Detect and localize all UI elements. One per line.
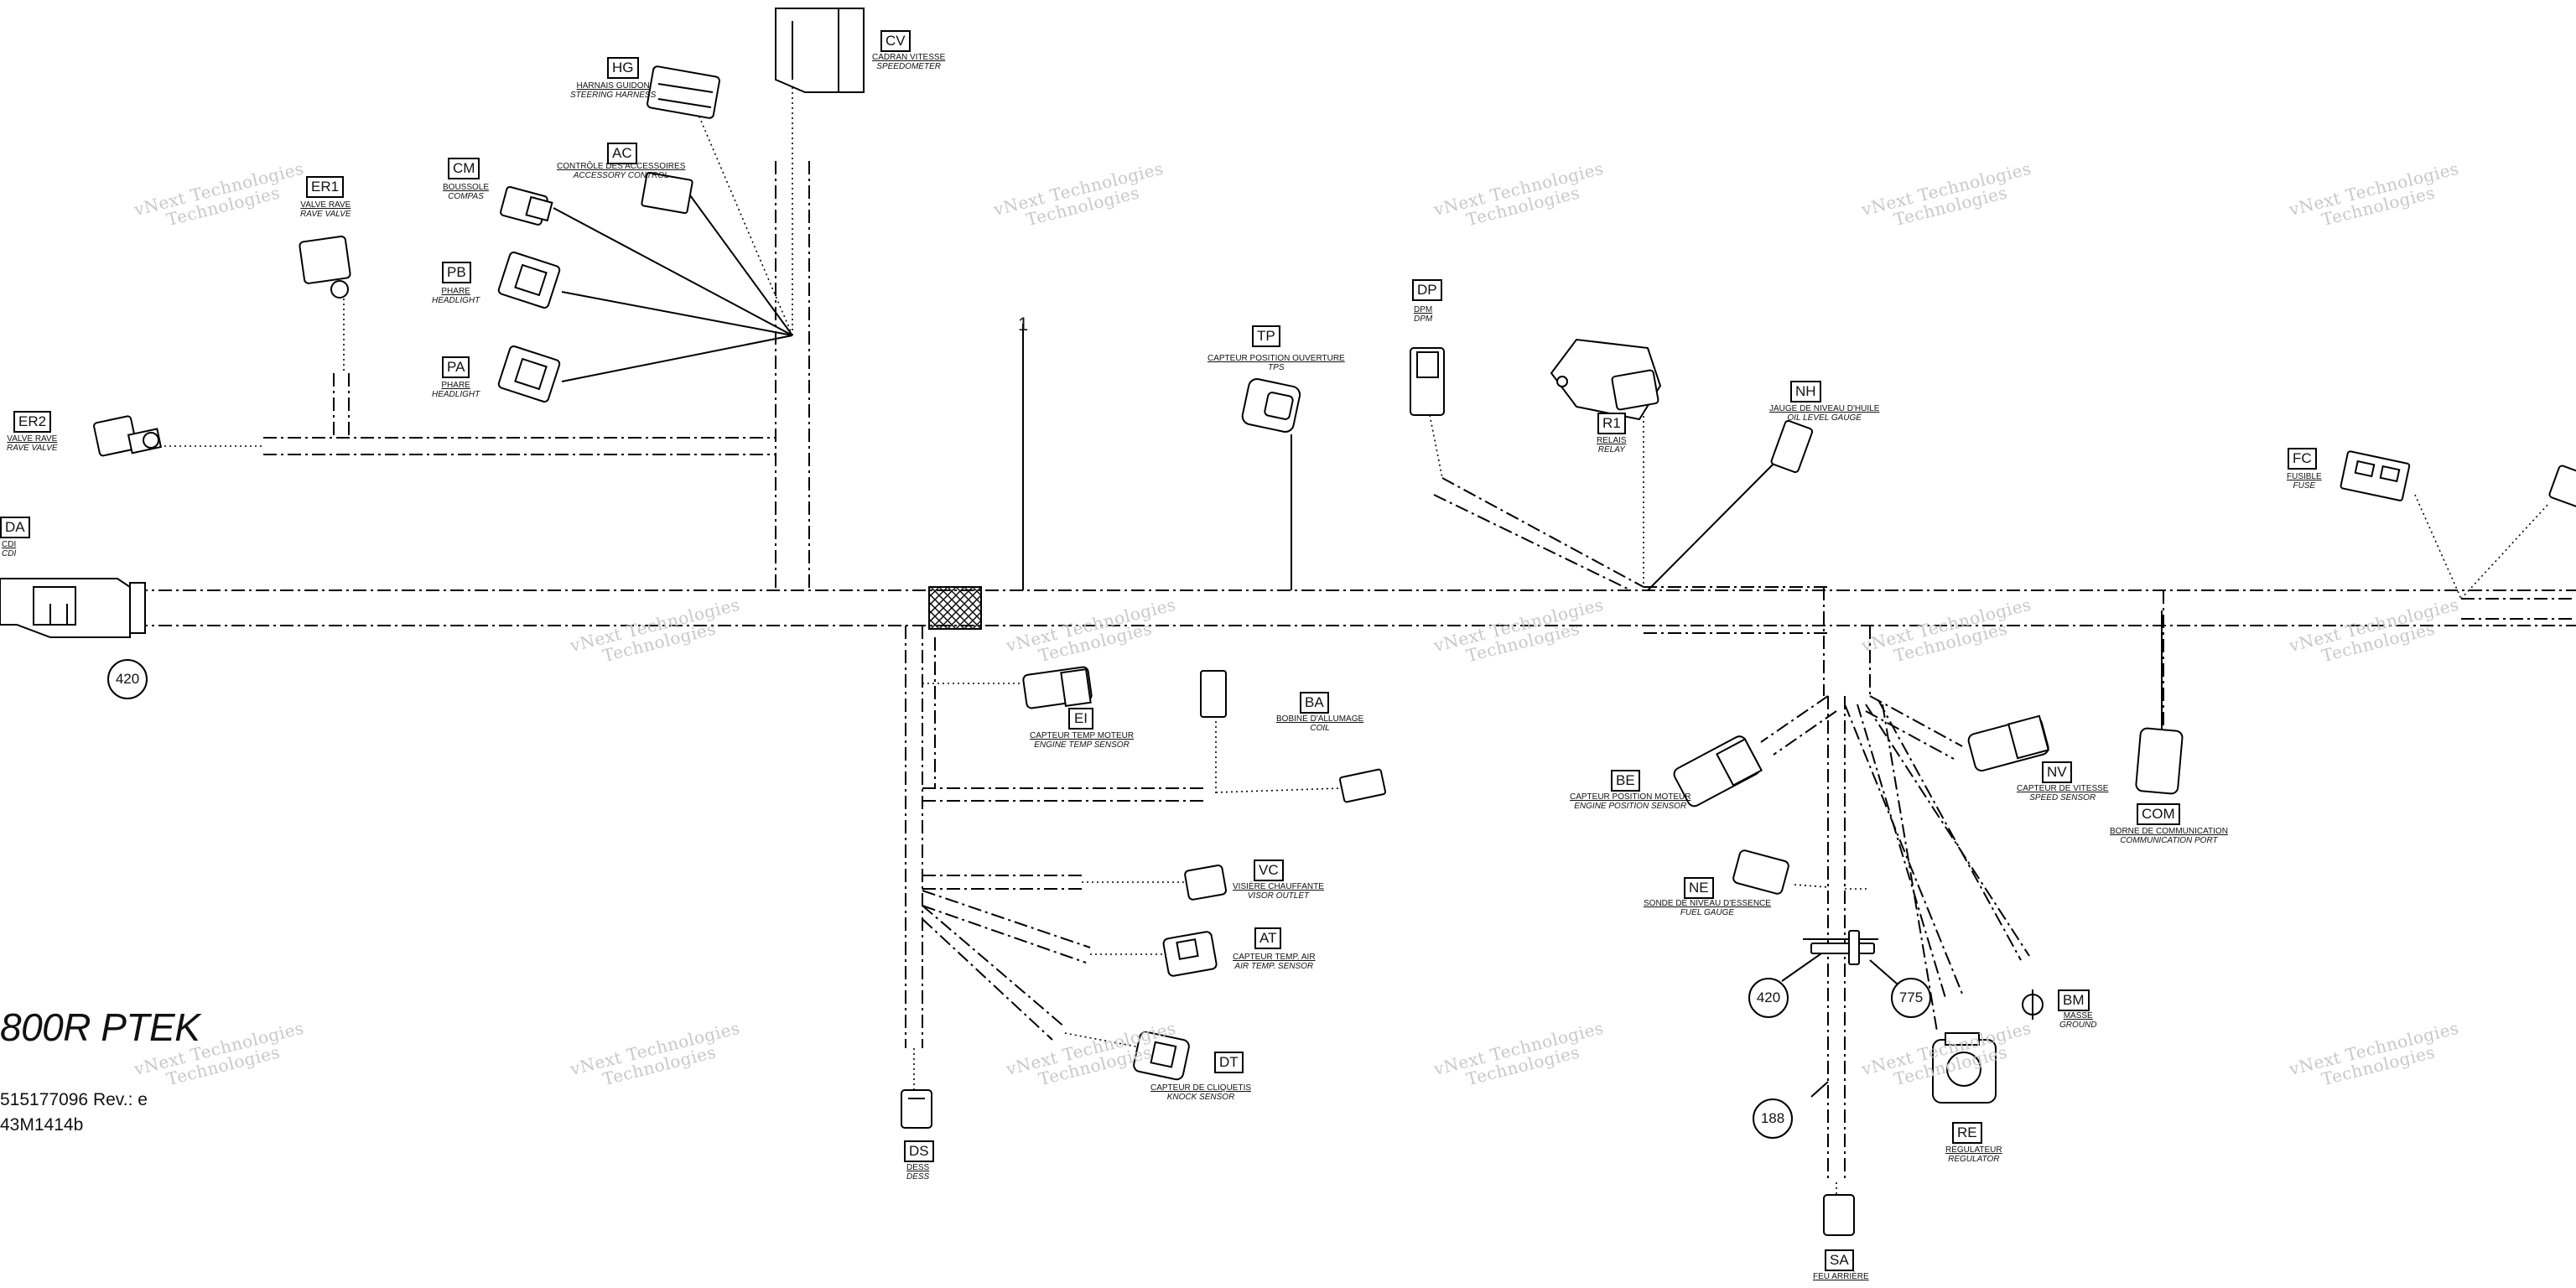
r1-relay [1550,338,1662,421]
connector-code-nv[interactable]: NV [2042,761,2072,783]
ba-connector [1338,768,1387,803]
connector-code-hg[interactable]: HG [607,57,639,79]
connector-code-sa[interactable]: SA [1825,1249,1854,1271]
drawing-code: 43M1414b [0,1115,84,1135]
connector-code-er1[interactable]: ER1 [306,176,345,198]
er1-connector [299,235,351,299]
connector-code-dp[interactable]: DP [1412,279,1442,301]
nh-connector [1770,419,1814,473]
connector-code-ba[interactable]: BA [1300,692,1329,714]
ei-connector [1022,666,1093,709]
sa-connector [1823,1194,1855,1236]
reference-circle: 775 [1891,978,1931,1018]
connector-code-cm[interactable]: CM [448,158,480,179]
be-connector [1673,735,1763,808]
cdi-connector [0,578,146,638]
connector-code-ac[interactable]: AC [607,143,637,164]
connector-code-da[interactable]: DA [0,517,30,538]
ba-coil-connector [1200,670,1227,718]
connector-code-bm[interactable]: BM [2058,989,2090,1011]
connector-code-ds[interactable]: DS [904,1140,934,1162]
connector-label-sa: FEU ARRIÈRE [1813,1272,1869,1281]
connector-code-tp[interactable]: TP [1252,325,1280,347]
right-edge-connector [2548,465,2576,508]
connector-code-fc[interactable]: FC [2288,448,2317,470]
model-title: 800R PTEK [0,1005,200,1049]
re-regulator [1932,1032,1997,1104]
ground-terminal [2022,989,2044,1020]
connector-code-pb[interactable]: PB [442,262,471,283]
connector-code-nh[interactable]: NH [1790,381,1821,402]
ds-connector [901,1089,932,1129]
pa-connector [497,345,561,403]
connector-code-re[interactable]: RE [1952,1122,1982,1144]
ac-connector [641,172,693,215]
reference-circle: 420 [1748,978,1789,1018]
connector-code-at[interactable]: AT [1254,927,1282,949]
reference-circle: 188 [1753,1098,1793,1139]
connector-code-be[interactable]: BE [1611,770,1640,792]
connector-code-dt[interactable]: DT [1214,1052,1244,1073]
nv-connector [1967,714,2050,772]
connector-code-pa[interactable]: PA [442,356,470,378]
dp-connector [1410,347,1445,416]
connector-code-ei[interactable]: EI [1068,708,1093,730]
cm-connector [500,186,553,226]
bolt-fitting [1810,930,1875,965]
cv-connector [775,8,865,93]
at-connector [1162,931,1218,977]
pb-connector [497,251,561,309]
vc-connector [1184,865,1227,901]
tp-connector [1241,378,1301,433]
connector-code-ne[interactable]: NE [1684,877,1714,899]
connector-code-vc[interactable]: VC [1254,860,1284,881]
fc-connector [2340,450,2411,501]
reference-circle: 420 [107,659,148,699]
callout-number: 1 [1018,314,1029,335]
ne-connector [1732,849,1789,895]
connector-code-cv[interactable]: CV [880,30,911,52]
harness-sleeve [928,586,982,630]
hg-connector [647,65,720,119]
connector-code-r1[interactable]: R1 [1597,413,1626,434]
com-connector [2135,727,2184,795]
part-number: 515177096 Rev.: e [0,1090,148,1109]
connector-code-com[interactable]: COM [2137,803,2180,825]
er2-connector [93,415,163,457]
connector-code-er2[interactable]: ER2 [13,411,52,433]
dt-connector [1133,1031,1190,1081]
